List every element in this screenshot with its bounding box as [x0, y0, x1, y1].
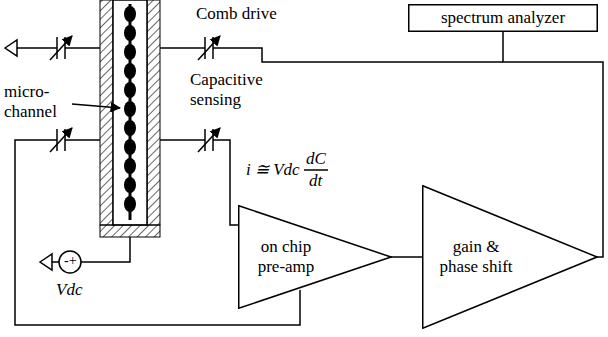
capacitor-plate [64, 129, 66, 151]
variable-arrow [198, 36, 220, 60]
equation-term: dC [306, 149, 326, 169]
equation-term: dt [309, 171, 322, 191]
part-label: Capacitive sensing [190, 70, 272, 110]
voltage-source [59, 251, 81, 273]
wire [213, 140, 238, 225]
cell [124, 44, 136, 60]
capacitor-plate [204, 129, 206, 151]
instrument-box: spectrum analyzer [408, 4, 598, 32]
amplifier-outline [239, 206, 391, 309]
cell [124, 82, 136, 98]
cell [124, 158, 136, 174]
variable-capacitor [198, 36, 220, 60]
node-label: spectrum analyzer [441, 8, 565, 28]
channel-wall [100, 0, 113, 225]
cell [124, 196, 136, 212]
wire [65, 139, 100, 141]
variable-arrow [198, 128, 220, 152]
wire [213, 48, 503, 62]
node-label: on chip pre-amp [248, 237, 324, 277]
cell [124, 63, 136, 79]
equation-term: i ≅ Vdc [246, 160, 300, 180]
wire [81, 237, 130, 262]
leader-arrow [72, 104, 120, 108]
fraction-bar [304, 169, 328, 171]
variable-arrow [50, 128, 72, 152]
variable-capacitor [50, 128, 72, 152]
ground-hatch [100, 225, 160, 237]
cell-column [124, 6, 136, 212]
signal-wire [391, 256, 422, 258]
wire [160, 139, 205, 141]
box-outline [409, 5, 598, 32]
capacitor-plate [204, 37, 206, 59]
cell [124, 101, 136, 117]
channel-bore [113, 0, 147, 225]
variable-capacitor [198, 128, 220, 152]
capacitor-plate [212, 37, 214, 59]
polarity-sign: -+ [64, 252, 77, 270]
wire [65, 47, 100, 49]
variable-capacitor [50, 36, 72, 60]
part-label: micro- channel [4, 82, 70, 122]
capacitor-plate [64, 37, 66, 59]
cell [124, 139, 136, 155]
micro-channel [100, 0, 160, 237]
signal-name: Vdc [56, 280, 82, 300]
capacitor-plate [212, 129, 214, 151]
cell [124, 120, 136, 136]
wire [52, 261, 59, 263]
capacitor-plate [56, 37, 58, 59]
node-label: gain & phase shift [434, 237, 518, 277]
wire [160, 47, 205, 49]
cell [124, 25, 136, 41]
cell [124, 177, 136, 193]
signal-wire [503, 32, 603, 257]
channel-wall [147, 0, 160, 225]
wire [17, 47, 57, 49]
capacitor-plate [56, 129, 58, 151]
amplifier-triangle: gain & phase shift [422, 185, 598, 329]
ground-symbol [5, 40, 17, 56]
cell [124, 6, 136, 22]
amplifier-triangle: on chip pre-amp [238, 205, 392, 309]
amplifier-outline [423, 186, 597, 329]
variable-arrow [50, 36, 72, 60]
ground-symbol [40, 254, 52, 270]
part-label: Comb drive [196, 4, 277, 24]
